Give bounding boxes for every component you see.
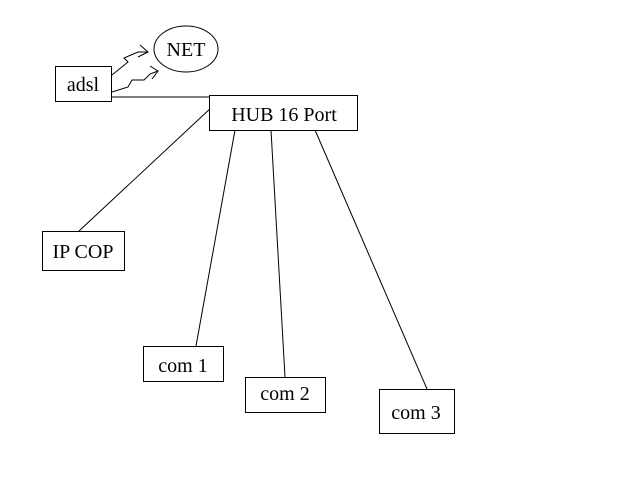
- link-hub-com3: [314, 129, 428, 390]
- ipcop-label: IP COP: [53, 241, 114, 263]
- node-net: NET: [153, 25, 219, 73]
- wireless-signal-upper: [111, 44, 149, 76]
- wireless-signal-lower: [111, 65, 159, 93]
- node-com2: com 2: [245, 377, 326, 413]
- link-hub-com2: [270, 129, 286, 378]
- com3-label: com 3: [391, 402, 440, 424]
- link-hub-ipcop: [78, 106, 213, 232]
- hub-box: [209, 95, 358, 131]
- adsl-box: [55, 66, 112, 102]
- node-hub: HUB 16 Port: [209, 95, 358, 131]
- net-cloud: [153, 25, 219, 73]
- link-hub-com1: [195, 129, 236, 347]
- net-label: NET: [167, 39, 206, 61]
- hub-label: HUB 16 Port: [231, 104, 337, 126]
- com2-box: [245, 377, 326, 413]
- node-ipcop: IP COP: [42, 231, 125, 271]
- node-com3: com 3: [379, 389, 455, 434]
- com2-label: com 2: [260, 383, 309, 405]
- adsl-label: adsl: [67, 74, 100, 96]
- com1-label: com 1: [158, 355, 207, 377]
- ipcop-box: [42, 231, 125, 271]
- node-com1: com 1: [143, 346, 224, 382]
- com1-box: [143, 346, 224, 382]
- com3-box: [379, 389, 455, 434]
- node-adsl: adsl: [55, 66, 112, 102]
